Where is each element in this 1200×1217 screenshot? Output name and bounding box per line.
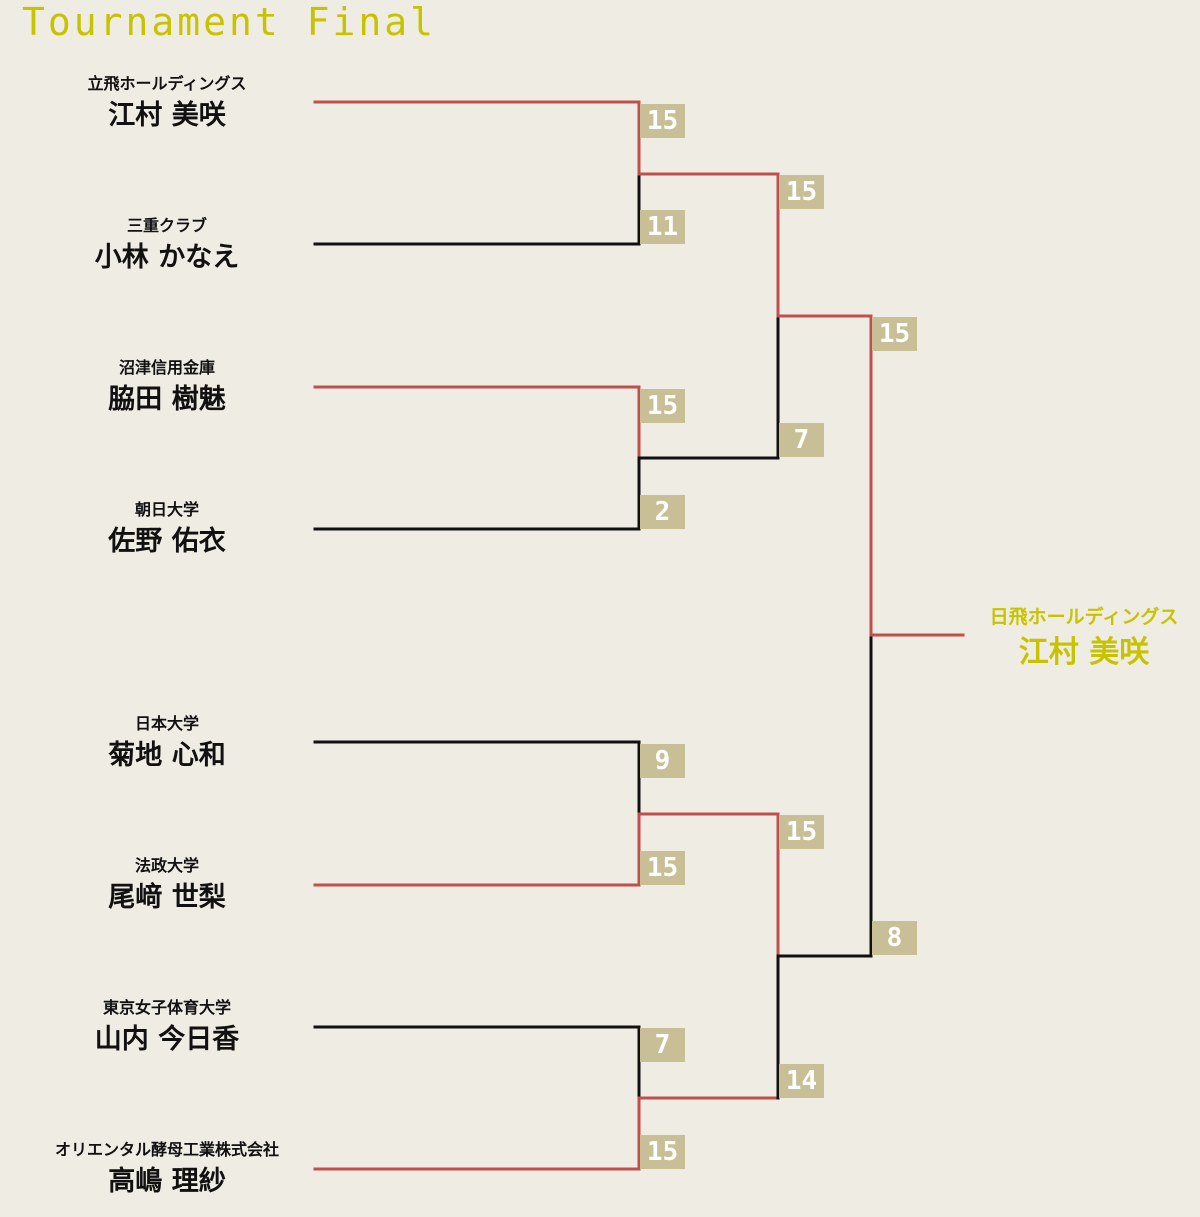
player-name: 小林 かなえ bbox=[94, 242, 240, 273]
player-name: 菊地 心和 bbox=[108, 740, 226, 771]
player-entry: 朝日大学 佐野 佑衣 bbox=[2, 500, 332, 560]
player-entry: 三重クラブ 小林 かなえ bbox=[2, 216, 332, 276]
player-team: オリエンタル酵母工業株式会社 bbox=[54, 1140, 279, 1159]
player-team: 沼津信用金庫 bbox=[118, 358, 215, 377]
player-team: 朝日大学 bbox=[134, 500, 199, 519]
score-badge: 15 bbox=[640, 389, 685, 423]
score-badge: 15 bbox=[779, 175, 824, 209]
score-badge: 8 bbox=[872, 921, 917, 955]
score-badge: 14 bbox=[779, 1064, 824, 1098]
champion-entry: 日飛ホールディングス 江村 美咲 bbox=[968, 604, 1200, 672]
score-badge: 9 bbox=[640, 744, 685, 778]
champion-team: 日飛ホールディングス bbox=[989, 606, 1179, 628]
score-badge: 2 bbox=[640, 495, 685, 529]
player-team: 三重クラブ bbox=[126, 216, 207, 235]
score-badge: 11 bbox=[640, 210, 685, 244]
player-entry: 沼津信用金庫 脇田 樹魅 bbox=[2, 358, 332, 418]
player-team: 東京女子体育大学 bbox=[102, 998, 231, 1017]
player-team: 日本大学 bbox=[134, 714, 199, 733]
player-entry: 東京女子体育大学 山内 今日香 bbox=[2, 998, 332, 1058]
player-entry: 日本大学 菊地 心和 bbox=[2, 714, 332, 774]
champion-name: 江村 美咲 bbox=[1018, 635, 1150, 670]
player-name: 尾﨑 世梨 bbox=[108, 882, 226, 913]
player-name: 山内 今日香 bbox=[94, 1024, 240, 1055]
player-entry: 法政大学 尾﨑 世梨 bbox=[2, 856, 332, 916]
player-team: 法政大学 bbox=[134, 856, 199, 875]
score-badge: 15 bbox=[640, 104, 685, 138]
score-badge: 15 bbox=[640, 1135, 685, 1169]
player-team: 立飛ホールディングス bbox=[87, 74, 247, 93]
score-badge: 7 bbox=[779, 423, 824, 457]
score-badge: 15 bbox=[640, 851, 685, 885]
player-name: 佐野 佑衣 bbox=[108, 526, 226, 557]
player-name: 脇田 樹魅 bbox=[108, 384, 226, 415]
player-name: 高嶋 理紗 bbox=[108, 1166, 226, 1197]
player-entry: 立飛ホールディングス 江村 美咲 bbox=[2, 74, 332, 134]
player-name: 江村 美咲 bbox=[108, 100, 226, 131]
page-title: Tournament Final bbox=[22, 0, 437, 44]
player-entry: オリエンタル酵母工業株式会社 高嶋 理紗 bbox=[2, 1140, 332, 1200]
score-badge: 15 bbox=[779, 815, 824, 849]
score-badge: 15 bbox=[872, 317, 917, 351]
score-badge: 7 bbox=[640, 1028, 685, 1062]
